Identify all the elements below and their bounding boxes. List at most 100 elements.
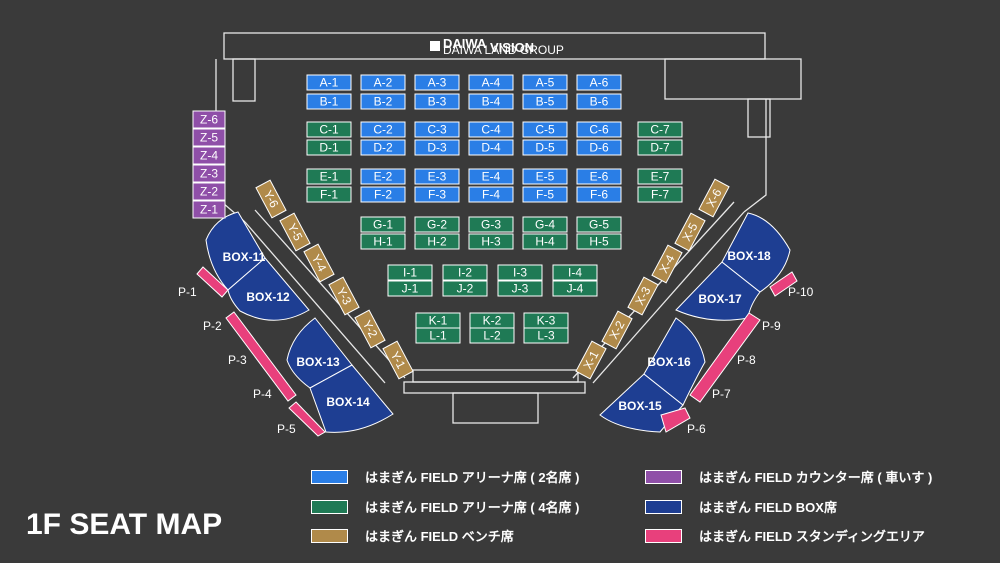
standing-p-1[interactable] <box>196 266 229 298</box>
seat-c-4[interactable]: C-4 <box>468 121 514 138</box>
seat-f-5[interactable]: F-5 <box>522 186 568 203</box>
seat-x-1[interactable]: X-1 <box>575 340 607 380</box>
seat-i-1[interactable]: I-1 <box>387 264 433 281</box>
seat-e-5[interactable]: E-5 <box>522 168 568 185</box>
seat-h-2[interactable]: H-2 <box>414 233 460 250</box>
seat-e-4[interactable]: E-4 <box>468 168 514 185</box>
seat-x-4[interactable]: X-4 <box>651 244 683 284</box>
seat-b-2[interactable]: B-2 <box>360 93 406 110</box>
seat-j-3[interactable]: J-3 <box>497 280 543 297</box>
seat-c-2[interactable]: C-2 <box>360 121 406 138</box>
seat-l-1[interactable]: L-1 <box>415 327 461 344</box>
seat-i-2[interactable]: I-2 <box>442 264 488 281</box>
seat-label: C-6 <box>589 123 609 137</box>
standing-p-4-5[interactable] <box>288 401 326 437</box>
seat-y-1[interactable]: Y-1 <box>382 340 414 380</box>
seat-x-2[interactable]: X-2 <box>601 310 633 350</box>
box-13[interactable] <box>286 317 353 389</box>
seat-a-3[interactable]: A-3 <box>414 74 460 91</box>
seat-z-4[interactable]: Z-4 <box>192 146 226 165</box>
seat-y-3[interactable]: Y-3 <box>328 276 360 316</box>
box-18[interactable] <box>721 212 791 293</box>
seat-k-2[interactable]: K-2 <box>469 312 515 329</box>
seat-b-4[interactable]: B-4 <box>468 93 514 110</box>
legend-label: はまぎん FIELD スタンディングエリア <box>699 529 925 544</box>
seat-a-4[interactable]: A-4 <box>468 74 514 91</box>
seat-e-2[interactable]: E-2 <box>360 168 406 185</box>
seat-b-6[interactable]: B-6 <box>576 93 622 110</box>
seat-f-1[interactable]: F-1 <box>306 186 352 203</box>
seat-a-6[interactable]: A-6 <box>576 74 622 91</box>
seat-rect <box>637 168 683 185</box>
seat-f-3[interactable]: F-3 <box>414 186 460 203</box>
seat-g-4[interactable]: G-4 <box>522 216 568 233</box>
seat-b-3[interactable]: B-3 <box>414 93 460 110</box>
seat-b-5[interactable]: B-5 <box>522 93 568 110</box>
seat-d-4[interactable]: D-4 <box>468 139 514 156</box>
seat-k-1[interactable]: K-1 <box>415 312 461 329</box>
seat-d-2[interactable]: D-2 <box>360 139 406 156</box>
box-16[interactable] <box>643 317 706 406</box>
seat-j-1[interactable]: J-1 <box>387 280 433 297</box>
seat-h-1[interactable]: H-1 <box>360 233 406 250</box>
standing-p-7-9[interactable] <box>689 312 761 403</box>
seat-b-1[interactable]: B-1 <box>306 93 352 110</box>
seat-l-3[interactable]: L-3 <box>523 327 569 344</box>
seat-g-5[interactable]: G-5 <box>576 216 622 233</box>
seat-c-7[interactable]: C-7 <box>637 121 683 138</box>
seat-l-2[interactable]: L-2 <box>469 327 515 344</box>
seat-e-3[interactable]: E-3 <box>414 168 460 185</box>
seat-z-2[interactable]: Z-2 <box>192 182 226 201</box>
seat-k-3[interactable]: K-3 <box>523 312 569 329</box>
seat-y-4[interactable]: Y-4 <box>303 243 335 283</box>
seat-y-6[interactable]: Y-6 <box>255 179 287 219</box>
seat-x-5[interactable]: X-5 <box>674 212 706 252</box>
seat-d-1[interactable]: D-1 <box>306 139 352 156</box>
standing-p-6[interactable] <box>660 407 691 433</box>
seat-d-5[interactable]: D-5 <box>522 139 568 156</box>
seat-f-2[interactable]: F-2 <box>360 186 406 203</box>
seat-d-7[interactable]: D-7 <box>637 139 683 156</box>
seat-e-7[interactable]: E-7 <box>637 168 683 185</box>
seat-z-3[interactable]: Z-3 <box>192 164 226 183</box>
seat-rect <box>576 93 622 110</box>
seat-f-4[interactable]: F-4 <box>468 186 514 203</box>
standing-p-2-3[interactable] <box>225 311 297 402</box>
seat-i-4[interactable]: I-4 <box>552 264 598 281</box>
seat-d-3[interactable]: D-3 <box>414 139 460 156</box>
standing-p-10[interactable] <box>769 271 798 297</box>
seat-label: Z-6 <box>200 113 218 127</box>
seat-i-3[interactable]: I-3 <box>497 264 543 281</box>
seat-a-1[interactable]: A-1 <box>306 74 352 91</box>
seat-c-5[interactable]: C-5 <box>522 121 568 138</box>
seat-y-2[interactable]: Y-2 <box>354 309 386 349</box>
seat-g-3[interactable]: G-3 <box>468 216 514 233</box>
seat-c-6[interactable]: C-6 <box>576 121 622 138</box>
seat-e-6[interactable]: E-6 <box>576 168 622 185</box>
seat-a-2[interactable]: A-2 <box>360 74 406 91</box>
seat-e-1[interactable]: E-1 <box>306 168 352 185</box>
seat-z-5[interactable]: Z-5 <box>192 128 226 147</box>
seat-f-7[interactable]: F-7 <box>637 186 683 203</box>
seat-g-2[interactable]: G-2 <box>414 216 460 233</box>
seat-j-2[interactable]: J-2 <box>442 280 488 297</box>
seat-h-3[interactable]: H-3 <box>468 233 514 250</box>
seat-a-5[interactable]: A-5 <box>522 74 568 91</box>
seat-rect <box>576 121 622 138</box>
seat-z-6[interactable]: Z-6 <box>192 110 226 129</box>
box-14[interactable] <box>309 364 394 433</box>
seat-d-6[interactable]: D-6 <box>576 139 622 156</box>
box-12[interactable] <box>227 257 310 321</box>
seat-g-1[interactable]: G-1 <box>360 216 406 233</box>
seat-f-6[interactable]: F-6 <box>576 186 622 203</box>
seat-j-4[interactable]: J-4 <box>552 280 598 297</box>
seat-x-6[interactable]: X-6 <box>698 178 730 218</box>
seat-c-3[interactable]: C-3 <box>414 121 460 138</box>
seat-y-5[interactable]: Y-5 <box>279 212 311 252</box>
seat-label: Z-4 <box>200 149 218 163</box>
seat-h-5[interactable]: H-5 <box>576 233 622 250</box>
seat-z-1[interactable]: Z-1 <box>192 200 226 219</box>
seat-x-3[interactable]: X-3 <box>627 276 659 316</box>
seat-c-1[interactable]: C-1 <box>306 121 352 138</box>
seat-h-4[interactable]: H-4 <box>522 233 568 250</box>
